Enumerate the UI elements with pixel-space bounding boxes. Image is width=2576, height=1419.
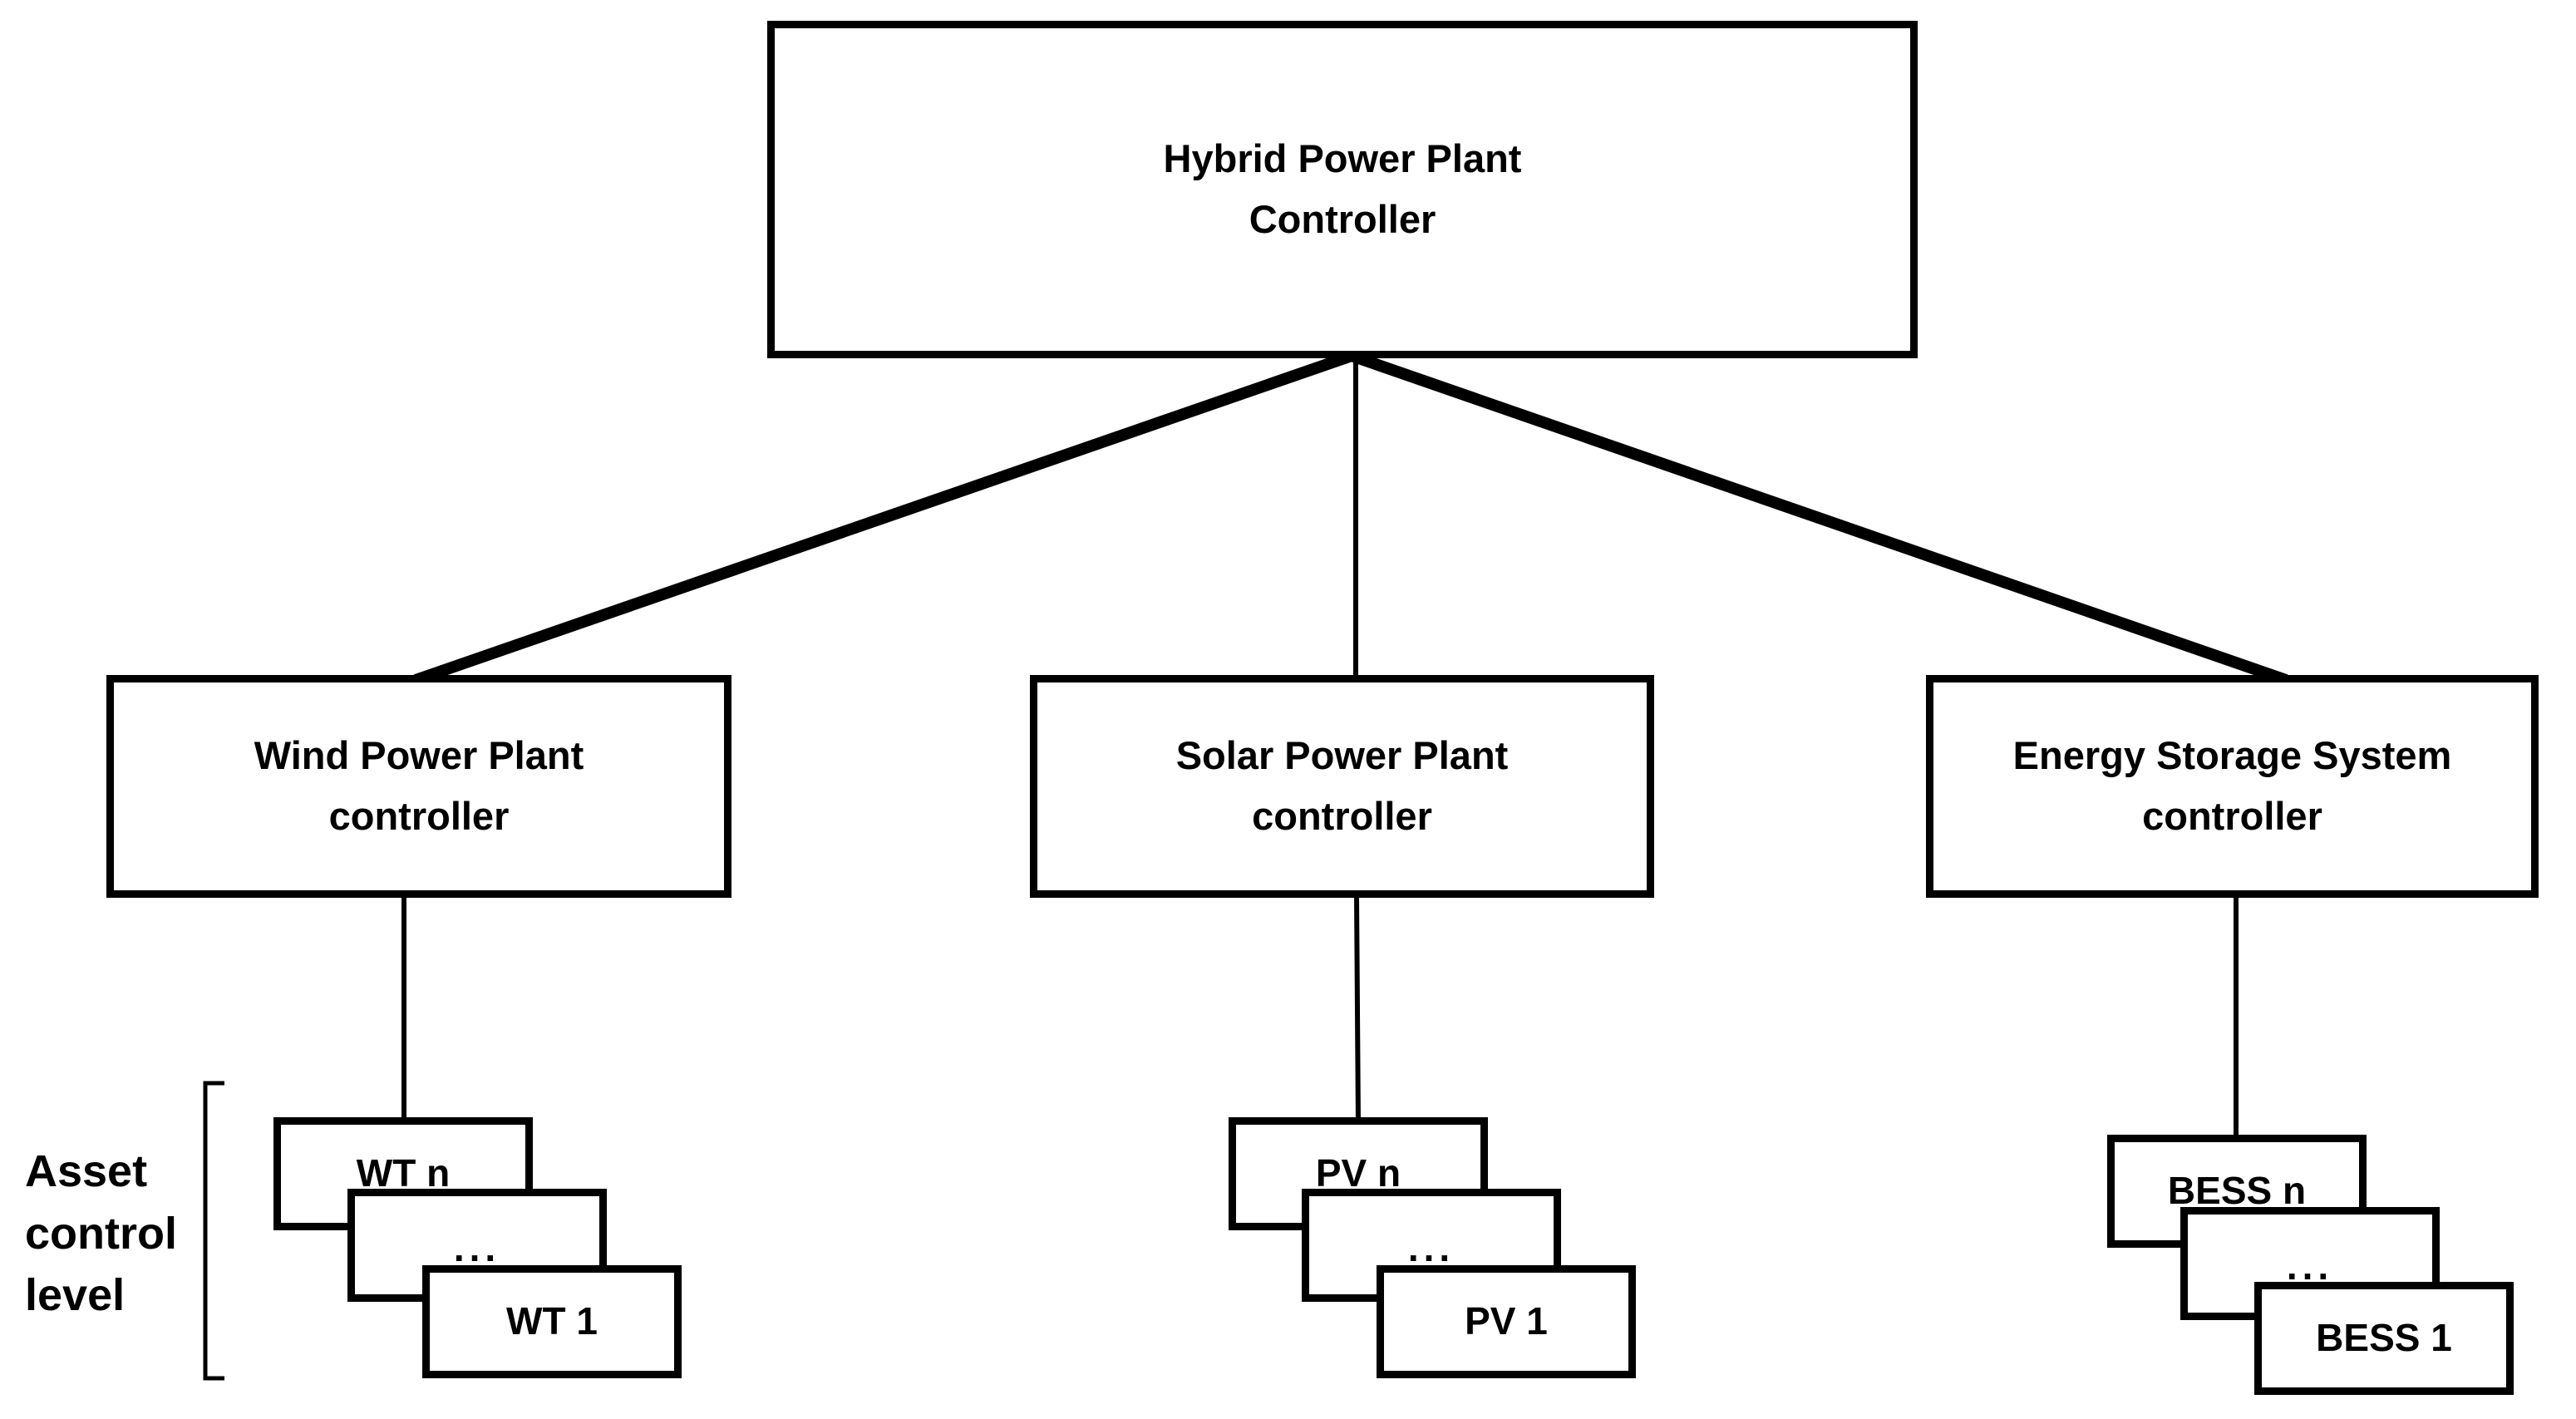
node-label: WT n xyxy=(356,1151,451,1195)
node-label: BESS 1 xyxy=(2316,1316,2452,1360)
node-solar-power-plant-controller: Solar Power Plant controller xyxy=(1030,675,1654,898)
asset-control-level-label: Asset control level xyxy=(25,1146,177,1321)
edge-root-to-wind xyxy=(413,350,1354,686)
edge-root-to-ess xyxy=(1349,350,2288,686)
node-label: Energy Storage System controller xyxy=(2012,733,2452,838)
ellipsis-label: ... xyxy=(453,1225,501,1269)
ellipsis-label: ... xyxy=(2286,1244,2334,1288)
asset-level-bracket xyxy=(203,1081,224,1381)
ellipsis-label: ... xyxy=(1407,1225,1455,1269)
node-label: Wind Power Plant controller xyxy=(254,733,584,838)
node-label: BESS n xyxy=(2167,1169,2307,1213)
node-label: Solar Power Plant controller xyxy=(1175,733,1509,838)
node-label: PV 1 xyxy=(1465,1299,1548,1343)
node-wt-1: WT 1 xyxy=(422,1265,682,1378)
node-label: PV n xyxy=(1315,1151,1401,1195)
node-label: Hybrid Power Plant Controller xyxy=(1163,136,1522,241)
node-wind-power-plant-controller: Wind Power Plant controller xyxy=(106,675,731,898)
node-energy-storage-system-controller: Energy Storage System controller xyxy=(1926,675,2539,898)
edge-solar-to-pv-stack xyxy=(1354,895,1361,1125)
node-hybrid-power-plant-controller: Hybrid Power Plant Controller xyxy=(767,21,1918,358)
node-label: WT 1 xyxy=(506,1299,598,1343)
node-pv-1: PV 1 xyxy=(1377,1265,1636,1378)
node-bess-1: BESS 1 xyxy=(2254,1282,2514,1395)
